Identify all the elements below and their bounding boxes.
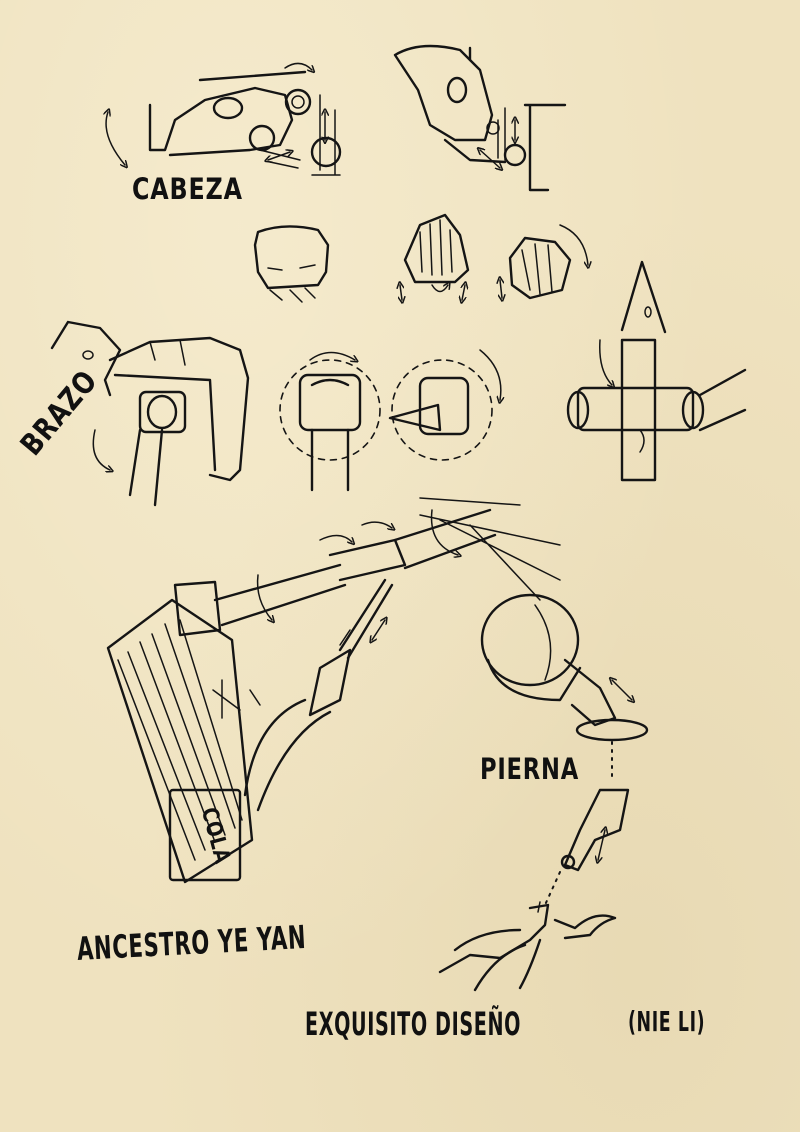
- head-jaw-rotate-view: [500, 224, 588, 298]
- leg-thigh-view: [480, 593, 649, 781]
- rotation-arrow-icon: [256, 574, 272, 620]
- rotation-arrow-icon: [92, 429, 110, 470]
- double-arrow-icon: [598, 830, 605, 860]
- leg-label: PIERNA: [480, 752, 579, 786]
- rotation-arrow-icon: [284, 62, 312, 70]
- leg-shin-view: [544, 788, 630, 906]
- arm-joint-front-view: [279, 351, 381, 492]
- head-jaw-open-view: [400, 213, 470, 300]
- double-arrow-icon: [612, 680, 632, 700]
- rotation-arrow-icon: [559, 224, 588, 265]
- arm-joint-rotated-view: [388, 349, 501, 461]
- head-side-view: [106, 62, 342, 176]
- rotation-arrow-icon: [599, 339, 612, 385]
- rotation-arrow-icon: [361, 521, 392, 528]
- artist-signature: (NIE LI): [628, 1005, 706, 1038]
- head-raised-view: [393, 44, 567, 192]
- rotation-arrow-icon: [319, 534, 352, 542]
- double-arrow-icon: [268, 152, 290, 160]
- rotation-arrow-icon: [479, 349, 501, 400]
- leg-foot-claw-view: [438, 901, 617, 992]
- arm-shoulder-view: [50, 320, 250, 507]
- head-front-view: [253, 225, 330, 303]
- rotation-arrow-icon: [430, 509, 458, 555]
- design-label: EXQUISITO DISEÑO: [305, 1005, 522, 1043]
- double-arrow-icon: [480, 150, 500, 168]
- rotation-arrow-icon: [106, 112, 125, 165]
- tail-body-view: [106, 497, 561, 884]
- head-label: CABEZA: [132, 172, 243, 206]
- arm-top-view: [566, 260, 747, 482]
- rotation-arrow-icon: [309, 351, 355, 361]
- double-arrow-icon: [372, 620, 385, 640]
